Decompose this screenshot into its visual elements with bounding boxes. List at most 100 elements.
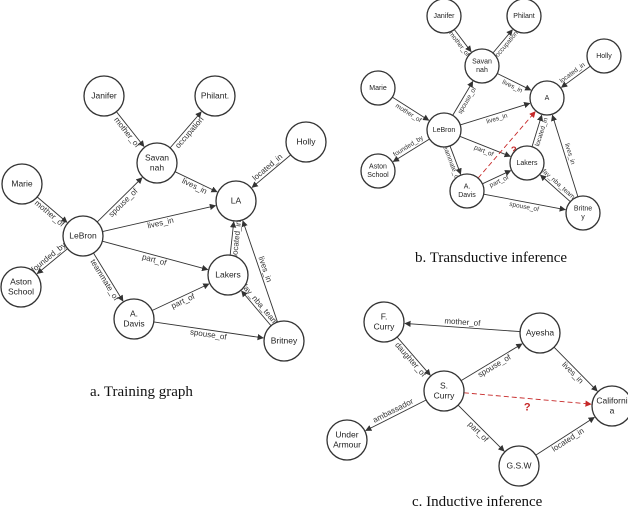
- training-edge-marie-lebron: mother_of: [33, 196, 68, 229]
- training-edge-label-part-of: part_of: [141, 252, 168, 267]
- transductive-edge-lebron-la: lives_in: [460, 102, 531, 126]
- transductive-node-label-britney: y: [581, 214, 585, 221]
- transductive-node-label-janifer: Janifer: [433, 13, 455, 20]
- transductive-edge-label-part-of: part_of: [489, 174, 510, 189]
- training-node-circle-aston: [0, 266, 42, 308]
- transductive-node-label-holly: Holly: [596, 53, 612, 60]
- transductive-edge-label-founded-by: founded_by: [392, 134, 425, 158]
- inductive-node-label-gsw: G.S.W: [506, 460, 531, 470]
- transductive-node-circle-savannah: [464, 48, 500, 84]
- transductive-edge-adavis-britney: spouse_of: [483, 193, 566, 213]
- training-node-britney: Britney: [263, 320, 305, 362]
- transductive-node-circle-la: [529, 80, 565, 116]
- inductive-node-label-scurry: S.: [440, 380, 448, 390]
- training-node-label-aston: School: [8, 286, 34, 296]
- transductive-edge-label-question: ?: [511, 145, 517, 156]
- inductive-edge-label-located-in: located_in: [550, 426, 586, 453]
- training-edge-britney-lakers: fav_nba_team: [240, 282, 280, 327]
- transductive-node-circle-marie: [360, 70, 396, 106]
- inductive-node-label-underarmour: Under: [335, 429, 358, 439]
- training-node-label-la: LA: [231, 195, 242, 205]
- inductive-node-circle-ayesha: [519, 312, 561, 354]
- training-edge-label-lives-in: lives_in: [147, 216, 175, 231]
- inductive-edge-label-lives-in: lives_in: [560, 360, 585, 385]
- training-node-label-adavis: Davis: [123, 318, 144, 328]
- inductive-edge-label-question: ?: [524, 401, 531, 413]
- training-node-holly: Holly: [285, 121, 327, 163]
- training-edge-label-founded-by: founded_by: [30, 241, 68, 275]
- training-node-circle-adavis: [113, 298, 155, 340]
- training-edge-lebron-aston: founded_by: [30, 241, 68, 275]
- inductive-node-label-scurry: Curry: [434, 390, 456, 400]
- inductive-node-label-california: Californi: [596, 395, 627, 405]
- transductive-edge-janifer-savannah: mother_of: [447, 29, 472, 58]
- inductive-node-circle-fcurry: [363, 301, 405, 343]
- training-node-circle-savannah: [136, 142, 178, 184]
- inductive-edge-fcurry-scurry: daughter_of: [393, 336, 431, 379]
- transductive-node-holly: Holly: [586, 38, 622, 74]
- transductive-node-circle-philant: [506, 0, 542, 34]
- transductive-edge-lakers-la: located_in: [531, 114, 550, 147]
- training-node-circle-philant: [194, 75, 236, 117]
- inductive-edge-label-spouse-of: spouse_of: [476, 352, 513, 379]
- transductive-edge-lebron-lakers: part_of: [459, 135, 511, 158]
- transductive-node-la: A: [529, 80, 565, 116]
- training-node-lebron: LeBron: [62, 215, 104, 257]
- inductive-node-circle-gsw: [498, 445, 540, 487]
- training-node-lakers: Lakers: [207, 254, 249, 296]
- transductive-node-label-aston: Aston: [369, 164, 387, 171]
- training-node-circle-lakers: [207, 254, 249, 296]
- transductive-edge-adavis-la: ?: [477, 111, 536, 179]
- transductive-edge-savannah-la: lives_in: [497, 73, 532, 95]
- transductive-node-label-la: A: [545, 95, 550, 102]
- training-edge-label-mother-of: mother_of: [33, 198, 67, 229]
- transductive-node-britney: Britney: [565, 195, 601, 231]
- training-edge-label-spouse-of: spouse_of: [189, 327, 228, 341]
- transductive-edge-holly-la: located_in: [559, 61, 591, 88]
- training-node-label-aston: Aston: [10, 276, 32, 286]
- inductive-node-label-underarmour: Armour: [333, 439, 361, 449]
- training-node-marie: Marie: [1, 163, 43, 205]
- transductive-node-lakers: Lakers: [509, 145, 545, 181]
- inductive-edge-scurry-ayesha: spouse_of: [460, 343, 523, 382]
- inductive-edge-scurry-gsw: part_of: [457, 404, 505, 452]
- training-node-circle-la: [215, 180, 257, 222]
- transductive-edge-label-occupation: occupation: [494, 30, 520, 59]
- training-edge-adavis-lakers: part_of: [151, 283, 210, 311]
- transductive-node-circle-lebron: [426, 112, 462, 148]
- training-node-label-savannah: Savan: [145, 152, 169, 162]
- inductive-edge-label-daughter-of: daughter_of: [393, 340, 428, 379]
- transductive-edge-label-spouse-of: spouse_of: [509, 201, 540, 213]
- training-node-label-holly: Holly: [297, 136, 317, 146]
- training-node-label-marie: Marie: [11, 178, 33, 188]
- training-edge-savannah-la: lives_in: [174, 171, 218, 196]
- inductive-node-label-fcurry: Curry: [374, 321, 396, 331]
- training-edge-label-occupation: occupation: [173, 115, 205, 150]
- transductive-node-circle-aston: [360, 153, 396, 189]
- training-node-adavis: A.Davis: [113, 298, 155, 340]
- training-node-circle-britney: [263, 320, 305, 362]
- transductive-node-label-aston: School: [367, 172, 389, 179]
- training-edge-label-teammate-of: teammate_of: [88, 258, 121, 303]
- training-node-philant: Philant.: [194, 75, 236, 117]
- inductive-node-label-california: a: [610, 405, 615, 415]
- training-node-label-lakers: Lakers: [215, 269, 241, 279]
- training-edge-label-spouse-of: spouse_of: [107, 186, 140, 219]
- transductive-node-label-philant: Philant: [513, 13, 534, 20]
- transductive-node-label-britney: Britne: [574, 206, 592, 213]
- transductive-node-label-adavis: Davis: [458, 192, 476, 199]
- training-edge-lebron-savannah: spouse_of: [96, 177, 143, 223]
- inductive-node-circle-california: [591, 385, 628, 427]
- inductive-edge-scurry-underarmour: ambassador: [365, 397, 427, 431]
- training-edge-savannah-philant: occupation: [169, 111, 206, 150]
- inductive-edge-label-mother-of: mother_of: [444, 316, 481, 328]
- training-node-label-britney: Britney: [271, 335, 298, 345]
- transductive-edge-adavis-lakers: part_of: [482, 170, 512, 189]
